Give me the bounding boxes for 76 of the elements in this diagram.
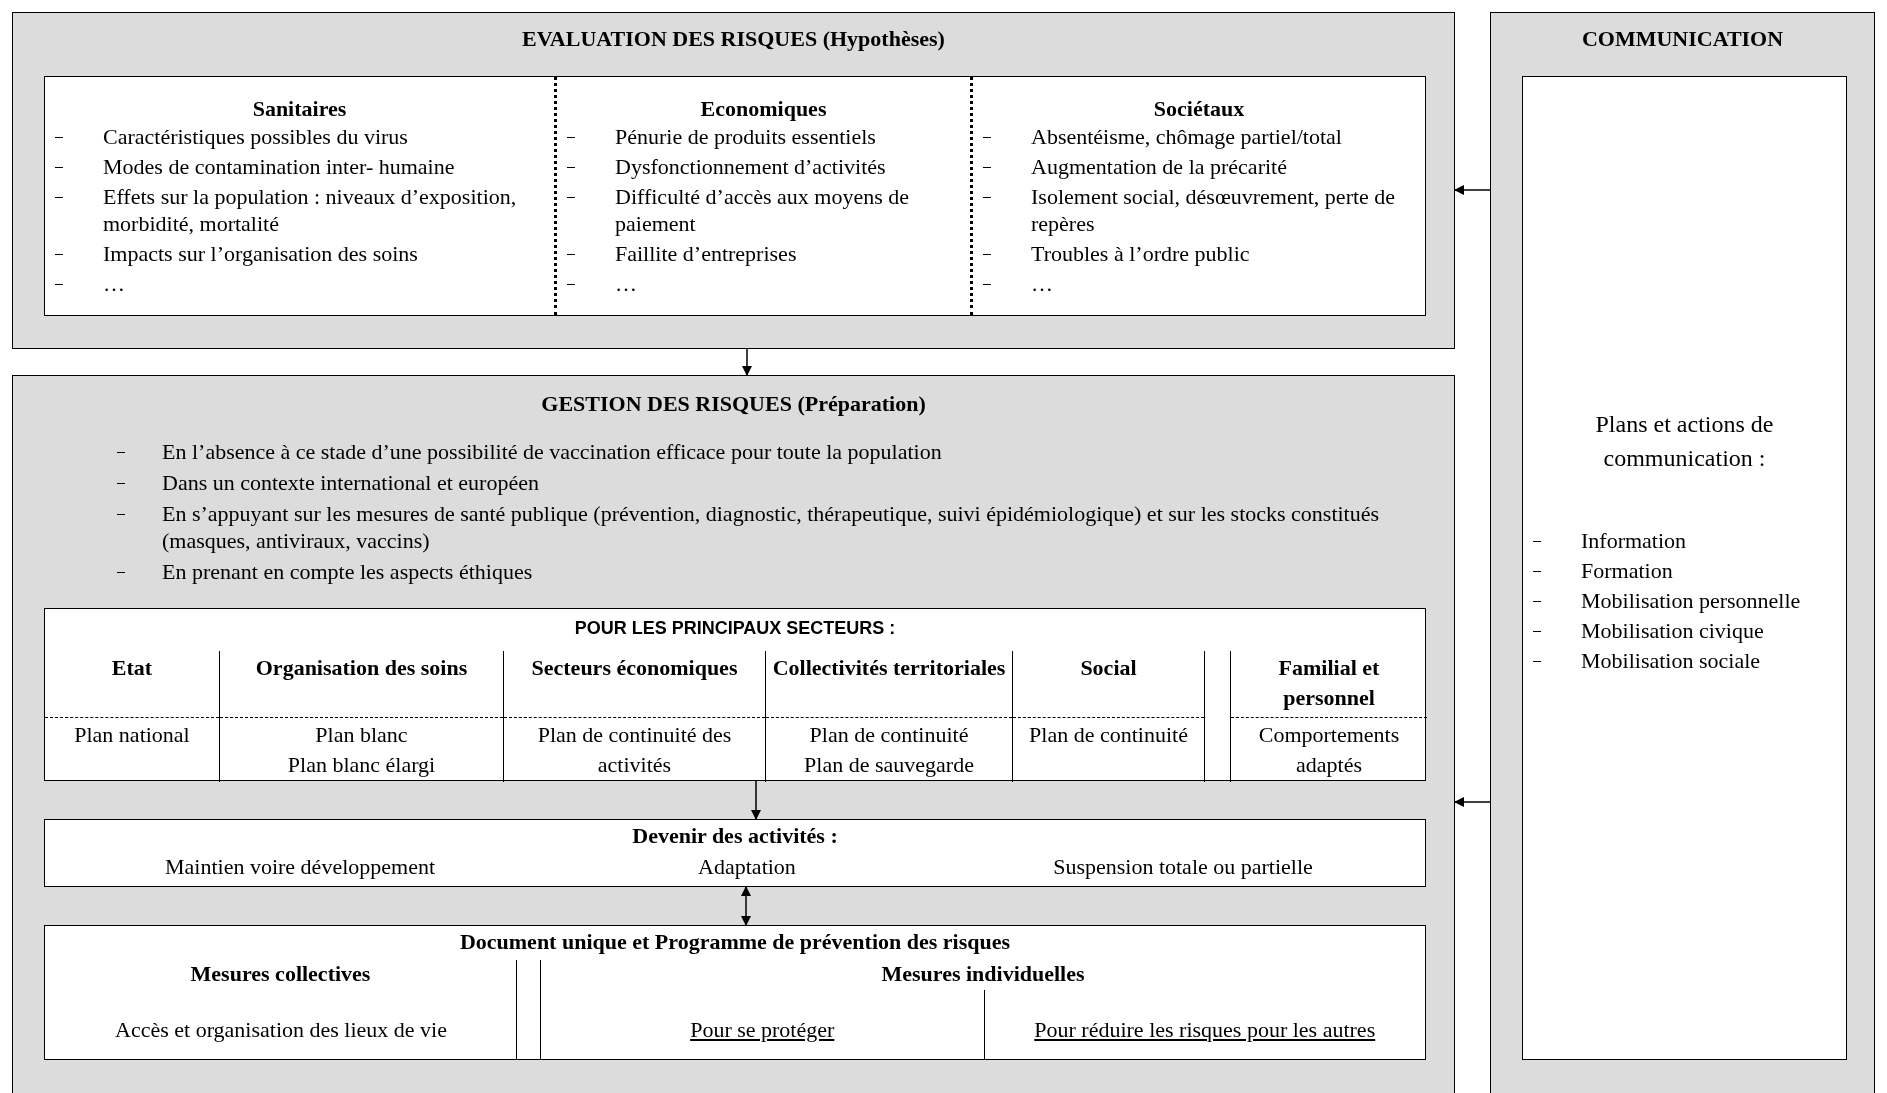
list-item: Effets sur la population : niveaux d’exposition, morbidité, mortalité	[103, 183, 518, 237]
list-item: Dysfonctionnement d’activités	[615, 153, 887, 180]
arrow	[751, 780, 761, 820]
list-item: Formation	[1581, 557, 1674, 584]
list-item: …	[1031, 270, 1054, 297]
link-text: Pour se protéger	[689, 1016, 836, 1043]
column-heading: Etat	[110, 654, 154, 682]
list-item: En l’absence à ce stade d’une possibilité de vaccination efficace pour toute la population	[162, 438, 943, 465]
cell-text: Plan de continuité	[808, 721, 970, 749]
list-item: Information	[1581, 527, 1688, 554]
panel-heading: COMMUNICATION	[1580, 25, 1785, 52]
cell-text: Plan de sauvegarde	[803, 751, 975, 779]
column-heading: Familial et personnel	[1277, 654, 1381, 712]
cell-text: Plan national	[73, 721, 191, 749]
panel-heading: EVALUATION DES RISQUES (Hypothèses)	[521, 25, 946, 52]
category-column	[557, 76, 973, 316]
column-heading: Collectivités territoriales	[771, 654, 1007, 682]
list-item: Impacts sur l’organisation des soins	[103, 240, 419, 267]
list-item: En prenant en compte les aspects éthiques	[162, 558, 534, 585]
column-heading: Secteurs économiques	[530, 654, 739, 682]
table-heading: POUR LES PRINCIPAUX SECTEURS :	[573, 617, 897, 640]
column-heading: Sociétaux	[1152, 95, 1246, 122]
sector-column	[219, 651, 503, 782]
panel-heading: GESTION DES RISQUES (Préparation)	[540, 390, 927, 417]
sectors-table	[44, 608, 1426, 781]
body-text: Accès et organisation des lieux de vie	[114, 1016, 448, 1043]
column-heading: Social	[1079, 654, 1138, 682]
arrow	[1454, 185, 1491, 195]
list-item: …	[615, 270, 638, 297]
column-heading: Economiques	[699, 95, 828, 122]
list-item: En s’appuyant sur les mesures de santé publique (prévention, diagnostic, thérapeutique, suivi épidémiologique) et sur les stocks constitués (masques, antiviraux, vaccins)	[162, 500, 1381, 554]
cell-text: Plan de continuité des activités	[536, 721, 733, 779]
body-text: Adaptation	[697, 853, 797, 880]
cell-text: Plan blanc	[314, 721, 409, 749]
sector-column	[1230, 651, 1427, 782]
communication-box	[1522, 76, 1847, 1060]
list-item: Caractéristiques possibles du virus	[103, 123, 409, 150]
list-item: Augmentation de la précarité	[1031, 153, 1288, 180]
list-item: Modes de contamination inter- humaine	[103, 153, 456, 180]
arrow	[1454, 797, 1491, 807]
outcomes-box	[44, 819, 1426, 887]
list-item: Faillite d’entreprises	[615, 240, 798, 267]
column-heading: Mesures collectives	[189, 960, 372, 987]
communication-panel	[1490, 12, 1875, 1093]
body-text: Maintien voire développement	[164, 853, 436, 880]
column-heading: Sanitaires	[251, 95, 348, 122]
cell-text: Plan blanc élargi	[286, 751, 437, 779]
column-heading: Mesures individuelles	[880, 960, 1086, 987]
list-item: Difficulté d’accès aux moyens de paiement	[615, 183, 911, 237]
list-item: Troubles à l’ordre public	[1031, 240, 1251, 267]
list-item: …	[103, 270, 126, 297]
arrow	[741, 886, 751, 926]
list-item: Mobilisation civique	[1581, 617, 1765, 644]
body-text: Suspension totale ou partielle	[1052, 853, 1314, 880]
cell-text: Plan de continuité	[1028, 721, 1189, 749]
cell-text: Comportements adaptés	[1257, 721, 1401, 779]
category-column	[973, 76, 1426, 316]
list-item: Mobilisation personnelle	[1581, 587, 1802, 614]
list-item: Pénurie de produits essentiels	[615, 123, 877, 150]
arrow	[742, 348, 752, 376]
list-item: Mobilisation sociale	[1581, 647, 1762, 674]
management-panel	[12, 375, 1455, 1093]
list-item: Dans un contexte international et européen	[162, 469, 540, 496]
list-item: Absentéisme, chômage partiel/total	[1031, 123, 1343, 150]
sector-column	[503, 651, 765, 782]
list-item: Isolement social, désœuvrement, perte de repères	[1031, 183, 1397, 237]
prevention-box	[44, 925, 1426, 1060]
link-text: Pour réduire les risques pour les autres	[1033, 1016, 1377, 1043]
sector-column	[765, 651, 1012, 782]
box-heading: Devenir des activités :	[631, 822, 839, 849]
sector-column	[1012, 651, 1205, 782]
category-column	[44, 76, 557, 316]
box-heading: Plans et actions de communication :	[1594, 410, 1775, 473]
assessment-panel	[12, 12, 1455, 349]
box-heading: Document unique et Programme de prévention des risques	[458, 928, 1012, 955]
column-heading: Organisation des soins	[254, 654, 469, 682]
